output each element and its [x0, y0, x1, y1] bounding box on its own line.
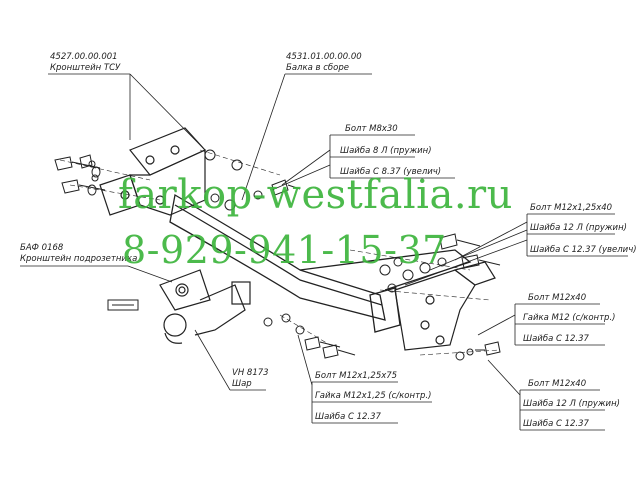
left-bracket [99, 127, 206, 216]
bolt-m8-label: Болт М8х30 [345, 124, 398, 134]
leader-lines [20, 73, 628, 431]
washer-12-top-label: Шайба 12 Л (пружин) [530, 223, 627, 233]
watermark-phone: 8-929-941-15-37 [122, 228, 447, 272]
baf-code-label: БАФ 0168 [20, 243, 64, 253]
bolts-right [379, 233, 501, 293]
nut-m12-125-label: Гайка М12х1,25 (с/контр.) [315, 391, 432, 401]
washer-c1237-a-label: Шайба С 12.37 [523, 334, 589, 344]
bolt-m12-125-75-label: Болт М12х1,25х75 [315, 371, 398, 381]
nut-m12-label: Гайка М12 (с/контр.) [523, 313, 616, 323]
beam-name-label: Балка в сборе [286, 63, 349, 73]
beam-code-label: 4531.01.00.00.00 [286, 52, 362, 62]
plate-icon [107, 299, 139, 311]
main-beam [169, 193, 472, 333]
bracket-name-label: Кронштейн ТСУ [50, 63, 121, 73]
bolts-bottom [263, 313, 501, 361]
watermark-site: farkop-westfalia.ru [118, 172, 513, 218]
washer-c1237-c-label: Шайба С 12.37 [523, 419, 589, 429]
bolts-left [54, 154, 106, 196]
bolt-m12-125-40-label: Болт М12х1,25х40 [530, 203, 613, 213]
washer-12-b-label: Шайба 12 Л (пружин) [523, 399, 620, 409]
washer-c837-label: Шайба С 8.37 (увелич) [340, 167, 442, 177]
right-bracket [394, 261, 496, 351]
ball-mount [159, 269, 251, 344]
socket-bracket-label: Кронштейн подрозетника [20, 254, 138, 264]
washer-8-label: Шайба 8 Л (пружин) [340, 146, 432, 156]
vh-code-label: VH 8173 [232, 368, 269, 378]
bolt-m12x40-b-label: Болт М12х40 [528, 379, 587, 389]
washer-c1237-b-label: Шайба С 12.37 [315, 412, 381, 422]
ball-label: Шар [232, 379, 252, 389]
washer-c1237-top-label: Шайба С 12.37 (увелич) [530, 245, 637, 255]
bolts-center [204, 149, 301, 211]
bolt-m12x40-a-label: Болт М12х40 [528, 293, 587, 303]
bracket-code-label: 4527.00.00.001 [50, 52, 118, 62]
